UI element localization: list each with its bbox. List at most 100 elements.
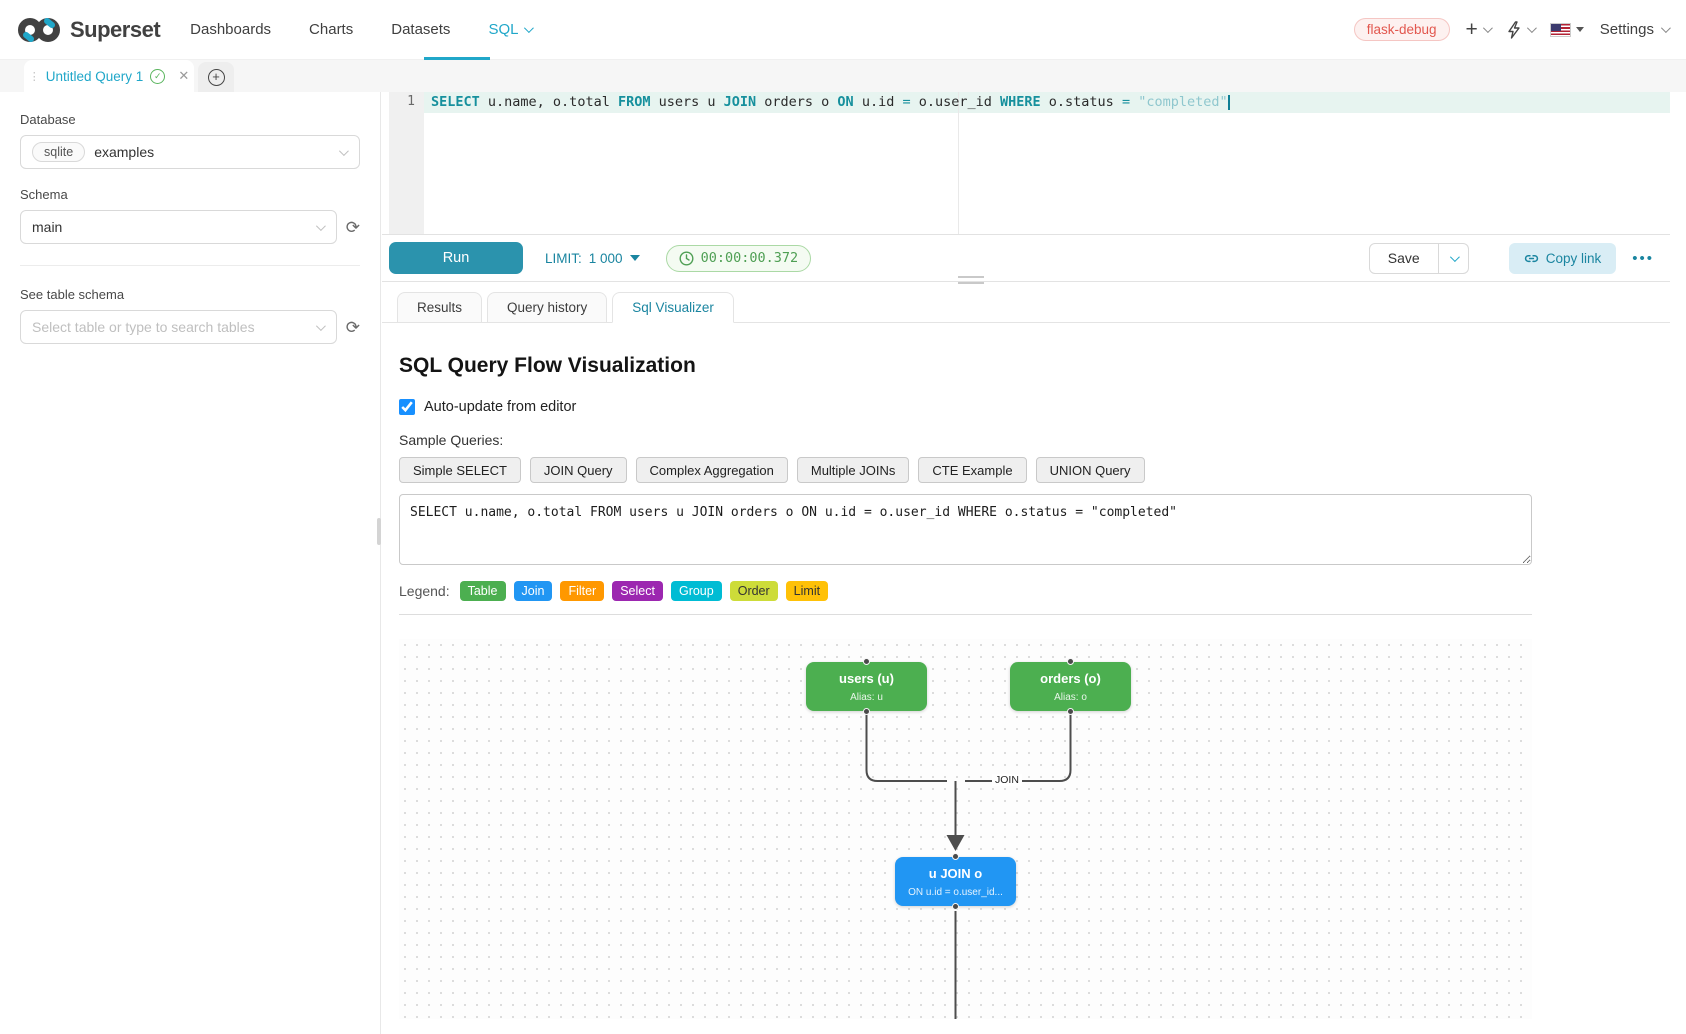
table-schema-label: See table schema: [20, 287, 125, 302]
infinity-logo-icon: [18, 17, 60, 42]
copy-link-label: Copy link: [1545, 250, 1602, 266]
sql-editor[interactable]: 1 SELECT u.name, o.total FROM users u JO…: [382, 92, 1670, 235]
lightning-icon: [1508, 20, 1520, 39]
legend-label: Legend:: [399, 583, 450, 599]
clock-icon: [679, 250, 694, 266]
legend-filter-badge: Filter: [560, 581, 605, 601]
sql-code-line[interactable]: SELECT u.name, o.total FROM users u JOIN…: [431, 94, 1230, 110]
node-subtitle: Alias: o: [1054, 692, 1087, 703]
sidebar-resize-handle[interactable]: [377, 518, 381, 545]
node-handle-top[interactable]: [863, 658, 870, 665]
legend-group-badge: Group: [670, 581, 722, 601]
splitter-drag-handle[interactable]: [958, 276, 984, 284]
plus-icon: +: [1465, 18, 1478, 41]
table-select[interactable]: Select table or type to search tables: [20, 310, 337, 344]
tab-sql-visualizer[interactable]: Sql Visualizer: [612, 292, 734, 323]
flow-diagram-canvas[interactable]: JOIN users (u) Alias: u orders (o) Alias…: [399, 639, 1532, 1019]
sidebar-divider: [20, 265, 360, 266]
more-actions-button[interactable]: •••: [1632, 249, 1654, 267]
us-flag-icon: [1549, 22, 1571, 37]
sample-join-query-button[interactable]: JOIN Query: [529, 457, 627, 483]
editor-toolbar: Run LIMIT: 1 000 00:00:00.372 Save: [382, 235, 1670, 281]
active-line-highlight: [424, 92, 1670, 113]
sample-complex-aggregation-button[interactable]: Complex Aggregation: [635, 457, 788, 483]
refresh-tables-icon[interactable]: ⟳: [345, 317, 360, 337]
tab-query-history[interactable]: Query history: [487, 292, 608, 323]
query-search-menu[interactable]: [1506, 20, 1537, 39]
text-cursor: [1227, 95, 1230, 110]
sql-input-textarea[interactable]: SELECT u.name, o.total FROM users u JOIN…: [399, 494, 1532, 565]
main-nav: Dashboards Charts Datasets SQL: [190, 21, 535, 38]
sample-cte-example-button[interactable]: CTE Example: [918, 457, 1027, 483]
sample-multiple-joins-button[interactable]: Multiple JOINs: [796, 457, 910, 483]
table-node-users[interactable]: users (u) Alias: u: [806, 658, 927, 715]
sql-lab-sidebar: Database sqlite examples Schema main ⟳ S…: [0, 92, 381, 1034]
auto-update-checkbox[interactable]: [399, 399, 415, 415]
nav-dashboards[interactable]: Dashboards: [190, 21, 272, 38]
limit-dropdown[interactable]: LIMIT: 1 000: [545, 251, 640, 266]
chevron-down-icon: [315, 220, 326, 231]
new-item-menu[interactable]: +: [1465, 18, 1493, 41]
saved-check-icon: ✓: [150, 68, 166, 84]
language-picker[interactable]: [1549, 22, 1584, 37]
nav-charts[interactable]: Charts: [309, 21, 354, 38]
node-handle-top[interactable]: [1067, 658, 1074, 665]
save-button[interactable]: Save: [1368, 242, 1439, 274]
toolbar-right: Save Copy link •••: [1368, 242, 1654, 274]
node-subtitle: Alias: u: [850, 692, 883, 703]
node-handle-bottom[interactable]: [952, 903, 959, 910]
drag-grip-icon[interactable]: ⋮: [28, 70, 40, 83]
table-select-placeholder: Select table or type to search tables: [32, 319, 255, 335]
legend-select-badge: Select: [612, 581, 663, 601]
chevron-down-icon: [1449, 251, 1460, 262]
sample-simple-select-button[interactable]: Simple SELECT: [399, 457, 521, 483]
query-tab-untitled-1[interactable]: ⋮ Untitled Query 1 ✓ ✕: [24, 60, 194, 92]
query-tab-title: Untitled Query 1: [45, 68, 144, 84]
join-edge-label: JOIN: [992, 774, 1022, 786]
legend-join-badge: Join: [513, 581, 553, 601]
refresh-schemas-icon[interactable]: ⟳: [345, 217, 360, 237]
node-handle-top[interactable]: [952, 853, 959, 860]
database-select[interactable]: sqlite examples: [20, 135, 360, 169]
print-margin-line: [958, 92, 959, 234]
node-title: users (u): [839, 671, 894, 686]
editor-gutter: 1: [389, 92, 424, 234]
content-divider: [399, 614, 1532, 615]
superset-logo[interactable]: Superset: [16, 15, 161, 45]
node-subtitle: ON u.id = o.user_id...: [908, 887, 1003, 898]
copy-link-button[interactable]: Copy link: [1508, 242, 1617, 274]
nav-sql[interactable]: SQL: [488, 21, 535, 38]
environment-badge: flask-debug: [1353, 18, 1450, 41]
sample-query-buttons: Simple SELECT JOIN Query Complex Aggrega…: [399, 457, 1670, 483]
run-button[interactable]: Run: [389, 242, 523, 274]
chevron-down-icon: [338, 145, 349, 156]
node-title: u JOIN o: [928, 866, 983, 881]
tab-results[interactable]: Results: [397, 292, 483, 323]
line-number: 1: [407, 94, 415, 109]
limit-label: LIMIT:: [545, 250, 582, 266]
chevron-down-icon: [315, 320, 326, 331]
database-name: examples: [94, 144, 155, 160]
result-panel-tabs: Results Query history Sql Visualizer: [382, 292, 1670, 323]
settings-menu[interactable]: Settings: [1600, 21, 1671, 38]
save-options-button[interactable]: [1438, 242, 1469, 274]
node-handle-bottom[interactable]: [1067, 708, 1074, 715]
schema-select[interactable]: main: [20, 210, 337, 244]
join-node-u-join-o[interactable]: u JOIN o ON u.id = o.user_id...: [895, 853, 1016, 910]
legend-row: Legend: Table Join Filter Select Group O…: [399, 581, 1670, 601]
chevron-down-icon: [1526, 23, 1537, 34]
legend-order-badge: Order: [729, 581, 778, 601]
schema-value: main: [32, 219, 63, 235]
sample-union-query-button[interactable]: UNION Query: [1035, 457, 1145, 483]
chevron-down-icon: [1660, 23, 1671, 34]
node-title: orders (o): [1040, 671, 1101, 686]
page-title: SQL Query Flow Visualization: [399, 354, 696, 377]
node-handle-bottom[interactable]: [863, 708, 870, 715]
nav-datasets[interactable]: Datasets: [391, 21, 451, 38]
table-node-orders[interactable]: orders (o) Alias: o: [1010, 658, 1131, 715]
close-tab-icon[interactable]: ✕: [178, 68, 190, 83]
new-query-tab-button[interactable]: +: [198, 62, 234, 92]
chevron-down-icon: [1482, 23, 1493, 34]
chevron-down-icon: [524, 23, 535, 34]
